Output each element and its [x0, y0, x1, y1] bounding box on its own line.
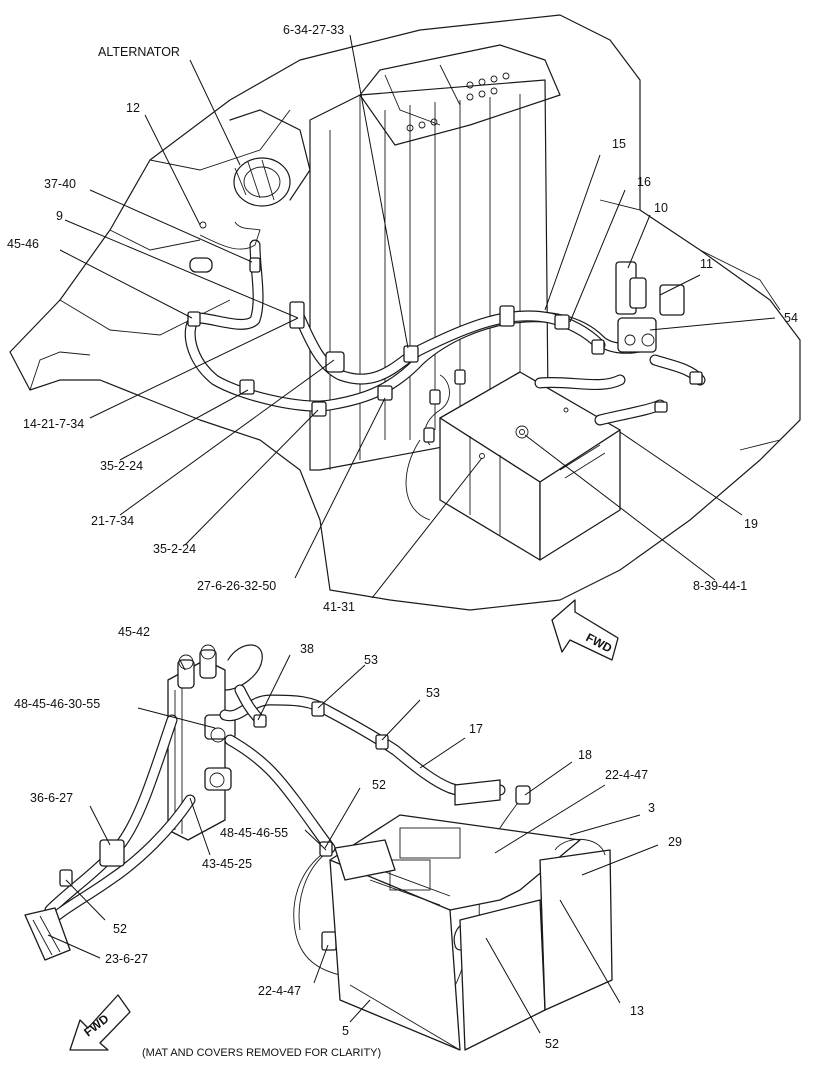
label-29: 29: [668, 835, 682, 849]
label-9: 9: [56, 209, 63, 223]
label-36-6-27: 36-6-27: [30, 791, 73, 805]
label-38: 38: [300, 642, 314, 656]
batteries-bottom: [329, 814, 613, 1051]
label-5: 5: [342, 1024, 349, 1038]
label-18: 18: [578, 748, 592, 762]
label-16: 16: [637, 175, 651, 189]
label-3: 3: [648, 801, 655, 815]
label-13: 13: [630, 1004, 644, 1018]
label-27-6-26-32-50: 27-6-26-32-50: [197, 579, 276, 593]
label-alternator: ALTERNATOR: [98, 45, 180, 59]
label-11: 11: [700, 257, 713, 271]
label-19: 19: [744, 517, 758, 531]
label-35-2-24-b: 35-2-24: [153, 542, 196, 556]
label-53-b: 53: [426, 686, 440, 700]
label-54: 54: [784, 311, 798, 325]
label-45-46: 45-46: [7, 237, 39, 251]
footnote: (MAT AND COVERS REMOVED FOR CLARITY): [142, 1047, 381, 1059]
label-48-45-46-55: 48-45-46-55: [220, 826, 288, 840]
label-48-45-46-30-55: 48-45-46-30-55: [14, 697, 100, 711]
label-52-a: 52: [372, 778, 386, 792]
switch-box-bottom: [167, 644, 263, 841]
disconnect-switch-top: [615, 261, 685, 353]
label-17: 17: [469, 722, 483, 736]
battery-top: [405, 371, 621, 561]
label-52-c: 52: [545, 1037, 559, 1051]
label-15: 15: [612, 137, 626, 151]
machine-body: [9, 14, 801, 611]
fwd-arrow-top-shape: [551, 599, 619, 661]
leader-lines: [47, 34, 776, 1034]
label-45-42: 45-42: [118, 625, 150, 639]
label-23-6-27: 23-6-27: [105, 952, 148, 966]
label-8-39-44-1: 8-39-44-1: [693, 579, 747, 593]
label-43-45-25: 43-45-25: [202, 857, 252, 871]
label-12: 12: [126, 101, 140, 115]
control-panel: [359, 44, 561, 146]
label-22-4-47-b: 22-4-47: [258, 984, 301, 998]
fwd-arrow-bottom-shape: [69, 994, 131, 1051]
alternator: [229, 109, 311, 207]
label-52-b: 52: [113, 922, 127, 936]
label-37-40: 37-40: [44, 177, 76, 191]
label-10: 10: [654, 201, 668, 215]
label-41-31: 41-31: [323, 600, 355, 614]
label-35-2-24-a: 35-2-24: [100, 459, 143, 473]
label-53-a: 53: [364, 653, 378, 667]
label-14-21-7-34: 14-21-7-34: [23, 417, 84, 431]
callout-labels: ALTERNATOR 12 6-34-27-33 37-40 9 45-46 1…: [7, 23, 798, 1051]
label-21-7-34: 21-7-34: [91, 514, 134, 528]
label-6-34-27-33: 6-34-27-33: [283, 23, 344, 37]
label-22-4-47-a: 22-4-47: [605, 768, 648, 782]
